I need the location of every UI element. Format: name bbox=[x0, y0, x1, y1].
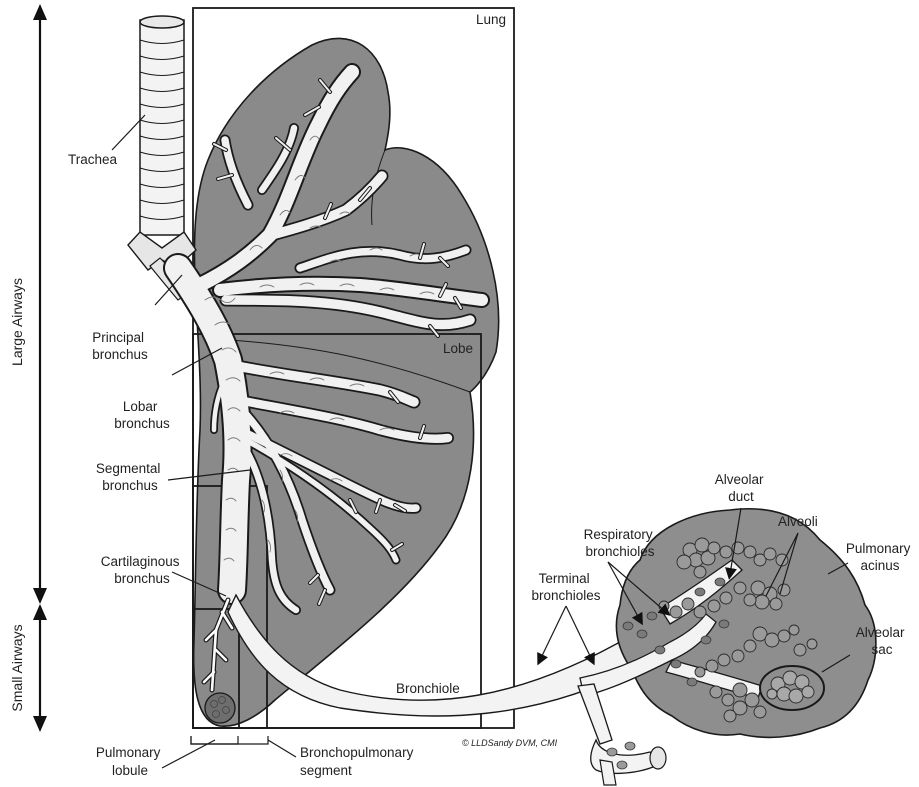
lung-label: Lung bbox=[476, 12, 506, 27]
alveoli-label: Alveoli bbox=[778, 514, 818, 529]
large-airways-label: Large Airways bbox=[9, 278, 25, 366]
bronchopulmonary-segment-label: Bronchopulmonary segment bbox=[300, 745, 417, 778]
pulmonary-acinus-label: Pulmonary acinus bbox=[846, 541, 914, 573]
small-airways-arrow bbox=[33, 604, 47, 732]
artist-signature: © LLDSandy DVM, CMI bbox=[462, 738, 558, 748]
lobar-bronchus-label: Lobar bronchus bbox=[114, 399, 170, 431]
respiratory-bronchioles-label: Respiratory bronchioles bbox=[584, 527, 657, 559]
segmental-bronchus-label: Segmental bronchus bbox=[96, 461, 164, 493]
bronchiole-label: Bronchiole bbox=[396, 681, 460, 696]
principal-bronchus-label: Principal bronchus bbox=[92, 330, 148, 362]
terminal-bronchioles-label: Terminal bronchioles bbox=[531, 571, 600, 603]
alveolar-duct-label: Alveolar duct bbox=[715, 472, 768, 504]
lobe-label: Lobe bbox=[443, 341, 473, 356]
pulmonary-lobule-label: Pulmonary lobule bbox=[96, 745, 164, 778]
alveolar-sac bbox=[760, 666, 824, 710]
cartilaginous-bronchus-label: Cartilaginous bronchus bbox=[101, 554, 184, 586]
small-airways-label: Small Airways bbox=[9, 624, 25, 711]
large-airways-arrow bbox=[33, 4, 47, 604]
trachea-label: Trachea bbox=[68, 152, 118, 167]
